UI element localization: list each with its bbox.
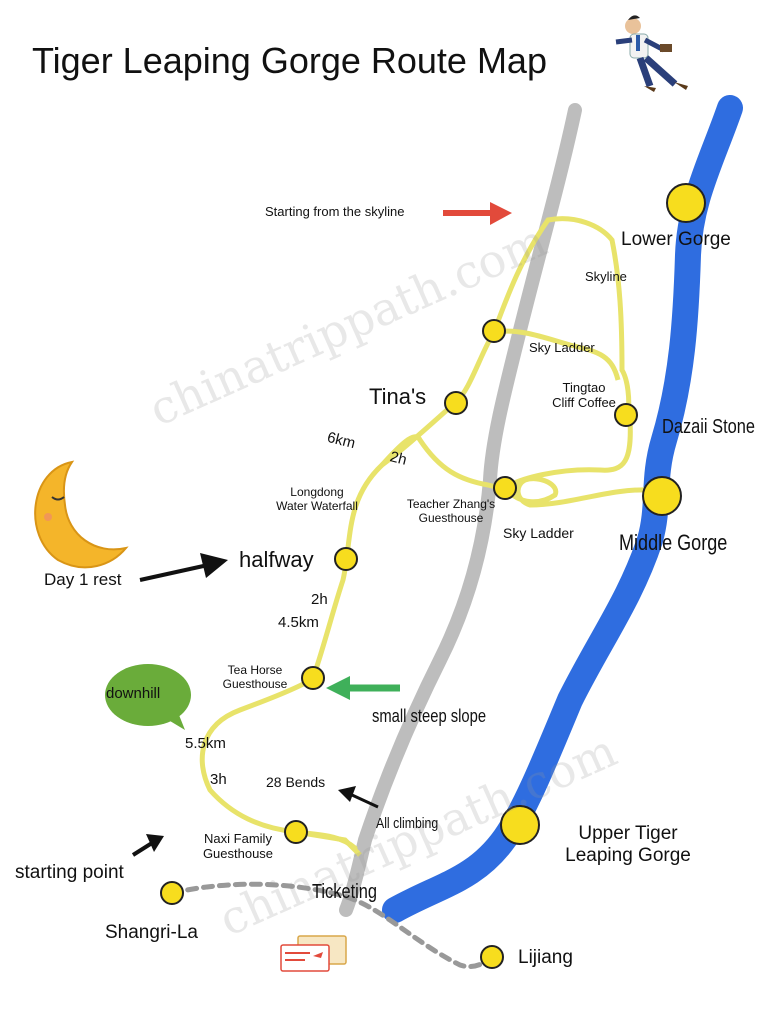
- highway-road: [339, 103, 582, 917]
- label-day1-rest: Day 1 rest: [44, 570, 122, 589]
- label-tingtao-line2: Cliff Coffee: [552, 395, 616, 410]
- stop-lijiang[interactable]: [480, 945, 504, 969]
- label-tea-horse: Tea Horse Guesthouse: [215, 663, 295, 691]
- label-28-bends: 28 Bends: [266, 774, 326, 790]
- sleeping-moon-icon: [34, 460, 129, 569]
- label-starting-point: starting point: [15, 862, 124, 883]
- stop-tea-horse[interactable]: [301, 666, 325, 690]
- label-upper-gorge-line1: Upper Tiger: [578, 823, 678, 844]
- label-longdong-line2: Water Waterfall: [276, 499, 358, 513]
- stop-sky-ladder-top[interactable]: [482, 319, 506, 343]
- stop-upper-gorge[interactable]: [500, 805, 540, 845]
- label-downhill: downhill: [106, 685, 161, 702]
- label-teacher-zhang-line1: Teacher Zhang's: [406, 497, 496, 511]
- stop-middle-gorge[interactable]: [642, 476, 682, 516]
- black-arrow-start-icon: [131, 834, 164, 857]
- label-shangrila: Shangri-La: [105, 922, 198, 943]
- label-halfway: halfway: [239, 547, 314, 572]
- black-arrow-28bends-icon: [338, 786, 379, 809]
- label-all-climbing: All climbing: [376, 815, 439, 832]
- label-3h: 3h: [210, 771, 227, 788]
- stop-teacher-zhang[interactable]: [493, 476, 517, 500]
- label-longdong: Longdong Water Waterfall: [274, 485, 360, 513]
- label-teacher-zhang-line2: Guesthouse: [418, 511, 484, 525]
- red-arrow-icon: [443, 202, 512, 225]
- label-longdong-line1: Longdong: [290, 485, 344, 499]
- stop-lower-gorge[interactable]: [666, 183, 706, 223]
- black-arrow-day1-icon: [139, 553, 228, 582]
- label-middle-gorge: Middle Gorge: [619, 530, 728, 555]
- label-tea-horse-line2: Guesthouse: [222, 677, 288, 691]
- ticket-icon: [280, 935, 347, 972]
- hiking-trail-sky-ladder-top: [493, 328, 621, 381]
- page-title: Tiger Leaping Gorge Route Map: [32, 40, 547, 81]
- stop-halfway[interactable]: [334, 547, 358, 571]
- label-ticketing: Ticketing: [312, 881, 378, 903]
- label-tinas: Tina's: [369, 384, 427, 409]
- label-upper-gorge-line2: Leaping Gorge: [565, 845, 691, 866]
- label-skyline-start: Starting from the skyline: [265, 204, 405, 219]
- label-naxi-family: Naxi Family Guesthouse: [190, 831, 286, 861]
- stop-tingtao[interactable]: [614, 403, 638, 427]
- stop-shangrila[interactable]: [160, 881, 184, 905]
- label-teacher-zhang: Teacher Zhang's Guesthouse: [402, 497, 500, 525]
- label-lower-gorge: Lower Gorge: [621, 229, 731, 250]
- label-tingtao: Tingtao Cliff Coffee: [542, 380, 626, 410]
- label-tea-horse-line1: Tea Horse: [227, 663, 283, 677]
- running-businessman-icon: [615, 15, 688, 92]
- label-naxi-family-line1: Naxi Family: [204, 831, 272, 846]
- speech-bubble-icon: [105, 664, 191, 730]
- label-5-5km: 5.5km: [185, 735, 226, 752]
- stop-naxi-family[interactable]: [284, 820, 308, 844]
- label-skyline: Skyline: [585, 269, 627, 284]
- label-sky-ladder-top: Sky Ladder: [529, 340, 595, 355]
- label-tingtao-line1: Tingtao: [562, 380, 606, 395]
- hiking-trail-connector: [295, 829, 362, 857]
- label-lijiang: Lijiang: [518, 947, 573, 968]
- label-naxi-family-line2: Guesthouse: [202, 846, 274, 861]
- label-dazai-stone: Dazaii Stone: [662, 416, 755, 438]
- hiking-trail-main: [199, 216, 632, 851]
- label-sky-ladder-bottom: Sky Ladder: [503, 525, 574, 541]
- green-arrow-icon: [326, 676, 400, 700]
- label-2h-mid: 2h: [311, 591, 328, 608]
- label-4-5km: 4.5km: [278, 614, 319, 631]
- regional-road-dashed: [169, 881, 495, 970]
- label-small-steep-slope: small steep slope: [372, 706, 487, 726]
- stop-markers: [160, 183, 706, 969]
- stop-tinas[interactable]: [444, 391, 468, 415]
- label-upper-gorge: Upper Tiger Leaping Gorge: [548, 823, 708, 867]
